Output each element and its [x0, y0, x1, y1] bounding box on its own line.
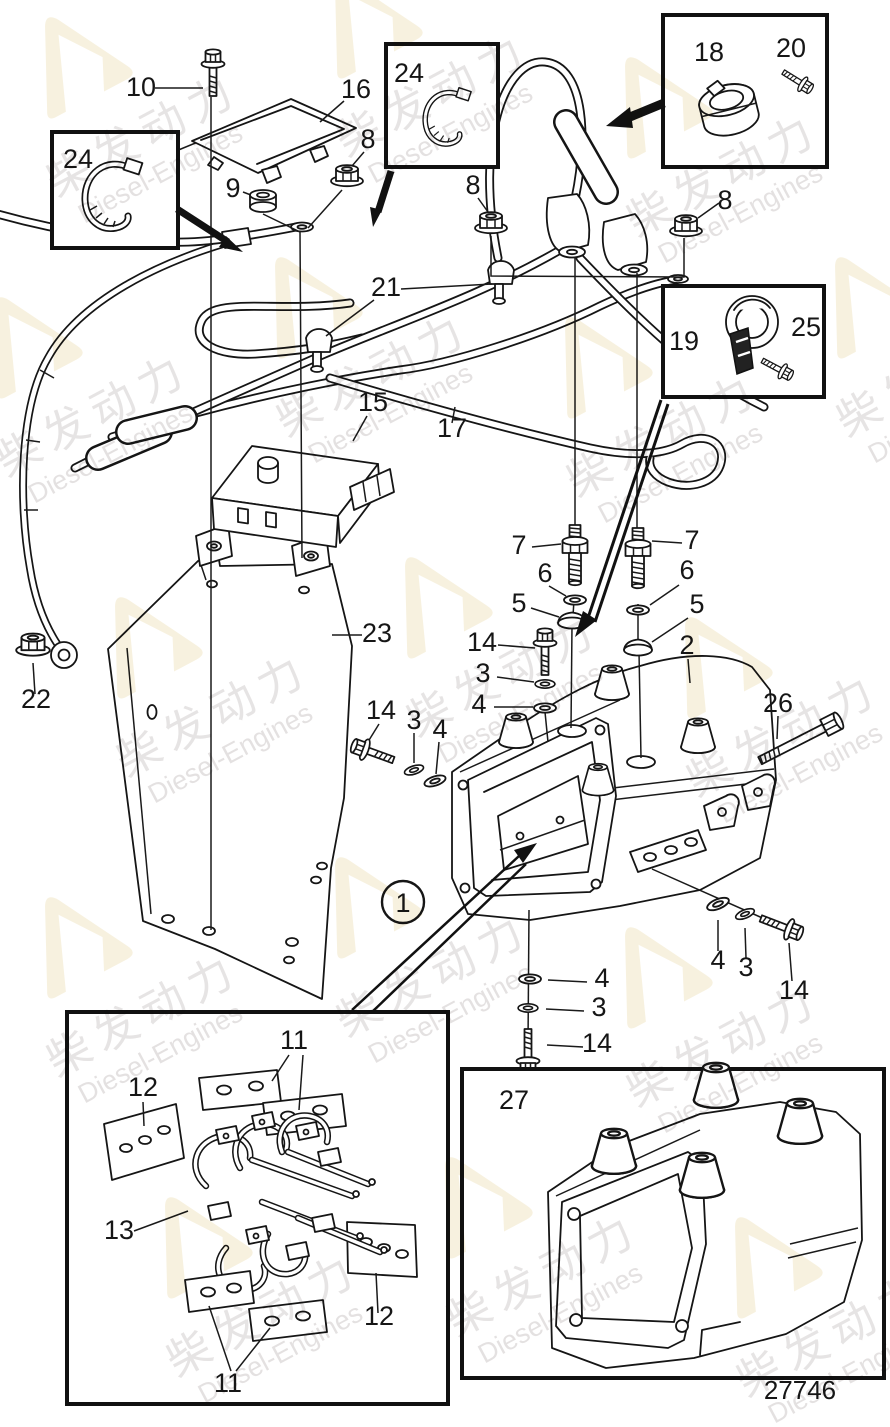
- lock-nut-9: [249, 189, 277, 213]
- label-5a: 5: [511, 588, 526, 618]
- label-27: 27: [499, 1085, 529, 1115]
- label-16: 16: [341, 74, 371, 104]
- stud-7: [561, 524, 589, 587]
- label-17: 17: [437, 413, 467, 443]
- label-11t: 11: [280, 1025, 308, 1055]
- label-5b: 5: [689, 589, 704, 619]
- flange-nut-8: [330, 164, 364, 188]
- battery-cable: [19, 237, 237, 669]
- label-10: 10: [126, 72, 156, 102]
- label-13: 13: [104, 1215, 134, 1245]
- p-clamp-19: [725, 295, 779, 376]
- callout-box-clamp-18-20: [661, 13, 829, 169]
- label-25: 25: [791, 312, 821, 342]
- washer-3: [517, 1003, 539, 1013]
- cup-washer-5: [623, 638, 653, 657]
- terminal-boot: [545, 193, 591, 253]
- flange-bolt-14: [347, 733, 398, 772]
- label-18: 18: [694, 37, 724, 67]
- washer-4: [422, 772, 448, 790]
- label-14d: 14: [582, 1028, 612, 1058]
- harness-clamp: [487, 260, 515, 305]
- relay-holder: [195, 445, 395, 577]
- label-3d: 3: [591, 992, 606, 1022]
- callout-box-element-kit: [65, 1010, 450, 1406]
- label-21: 21: [371, 272, 401, 302]
- harness-clamp: [305, 328, 333, 373]
- label-3c: 3: [738, 952, 753, 982]
- washer-3: [402, 762, 426, 778]
- label-23: 23: [362, 618, 392, 648]
- label-12r: 12: [364, 1301, 394, 1331]
- label-7b: 7: [684, 525, 699, 555]
- heater-element-kit: [103, 1069, 418, 1342]
- washer-6: [626, 604, 650, 616]
- hose-clamp-18: [698, 79, 760, 137]
- label-8b: 8: [465, 170, 480, 200]
- cable-nut-22: [15, 632, 51, 657]
- washer-3: [733, 905, 757, 923]
- label-7a: 7: [511, 530, 526, 560]
- label-19: 19: [669, 326, 699, 356]
- stud-7: [624, 527, 652, 590]
- label-14b: 14: [366, 695, 396, 725]
- flange-bolt-14: [756, 907, 807, 946]
- label-22: 22: [21, 684, 51, 714]
- label-4d: 4: [594, 963, 609, 993]
- callout-box-clamp-19-25: [661, 284, 826, 399]
- label-6b: 6: [679, 555, 694, 585]
- label-9: 9: [225, 173, 240, 203]
- label-6a: 6: [537, 558, 552, 588]
- flange-nut-8: [474, 211, 508, 235]
- label-20: 20: [776, 33, 806, 63]
- label-4c: 4: [710, 945, 725, 975]
